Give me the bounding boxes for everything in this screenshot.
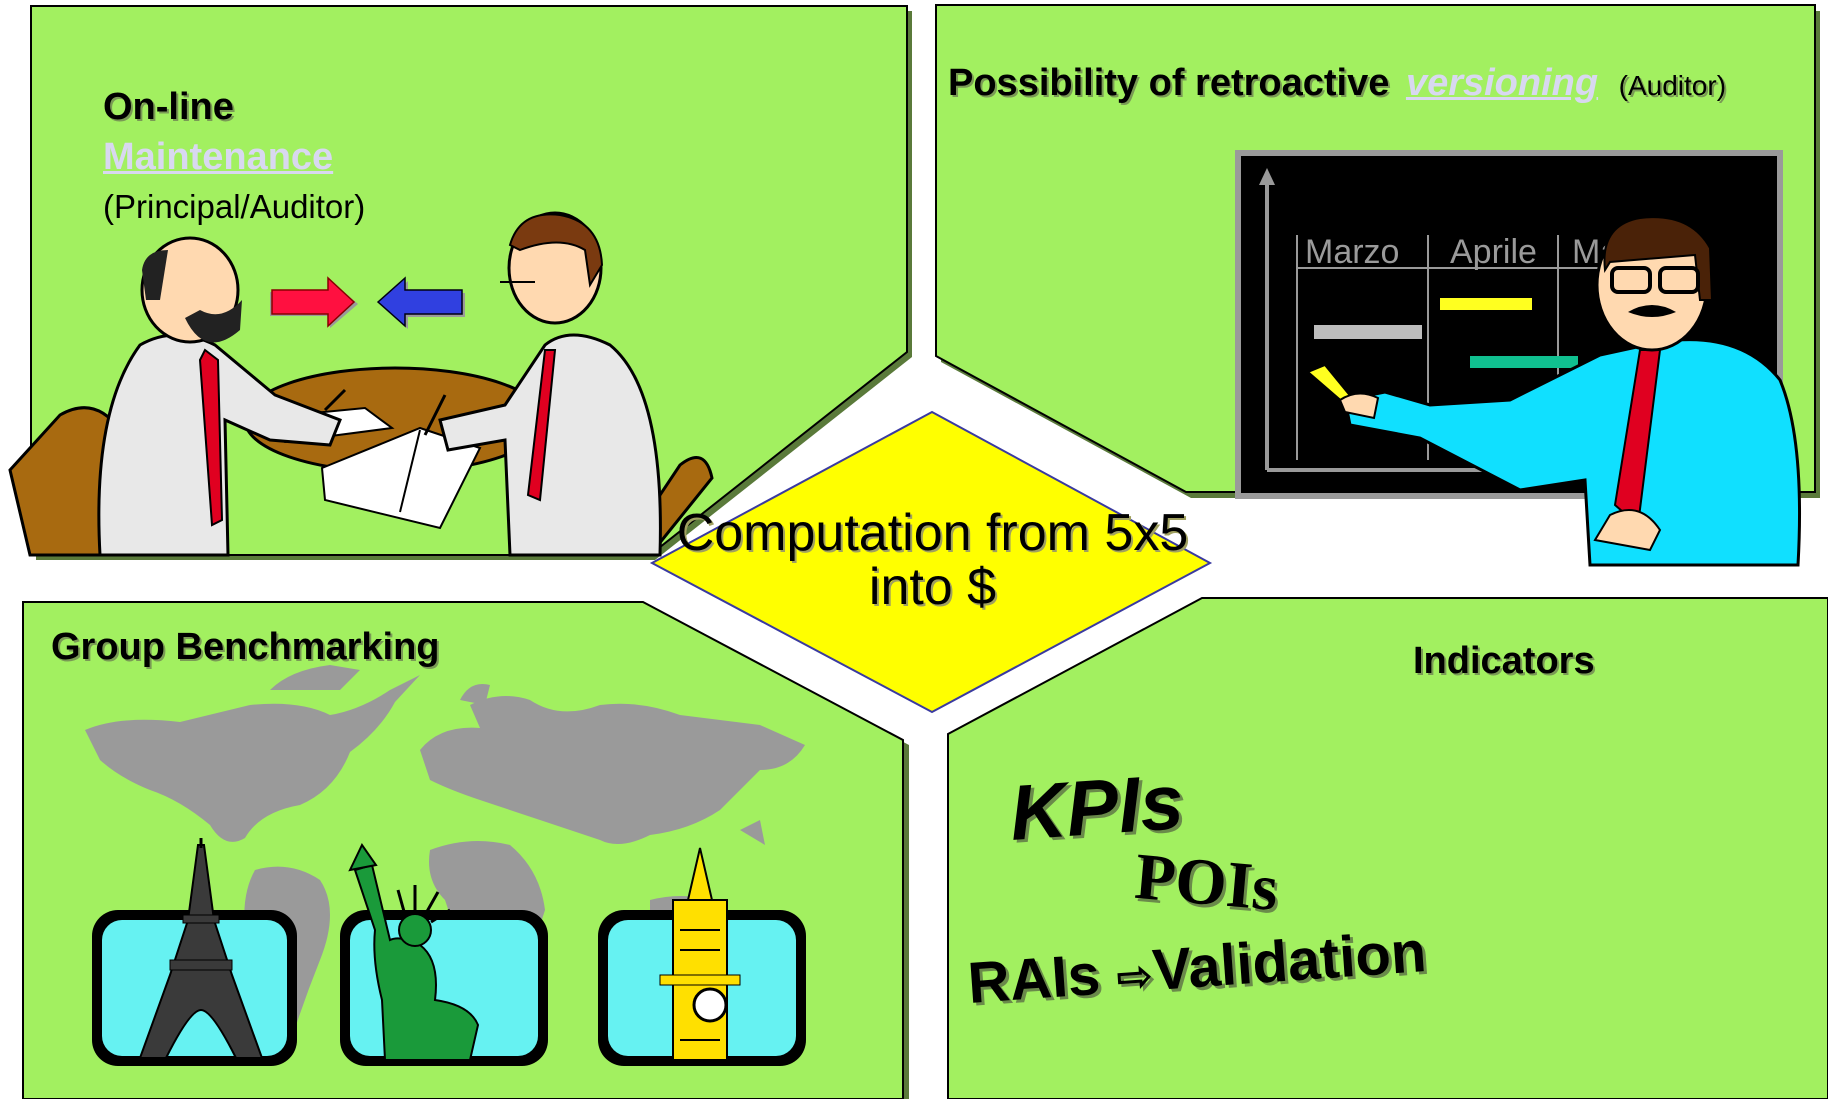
pois-label: POIs (1132, 839, 1281, 926)
panel-bottom-right (947, 597, 1828, 1099)
gantt-bar-gray (1314, 325, 1422, 339)
retroactive-label: Possibility of retroactive (948, 62, 1390, 104)
online-title: On-line (103, 86, 234, 128)
center-diamond (649, 410, 1213, 714)
meeting-clipart (8, 211, 714, 557)
versioning-link[interactable]: versioning (1405, 62, 1599, 104)
big-ben-icon (598, 847, 806, 1066)
maintenance-link[interactable]: Maintenance (103, 136, 334, 178)
group-benchmarking-title: Group Benchmarking (51, 626, 440, 668)
gantt-bar-yellow (1440, 298, 1532, 310)
center-label-line2: into $ (868, 558, 997, 616)
statue-of-liberty-icon (340, 843, 548, 1066)
gantt-bar-teal (1470, 356, 1578, 368)
arrow-icon: ⇨ (1114, 950, 1155, 1004)
principal-auditor-label: (Principal/Auditor) (103, 188, 366, 225)
chart-month-2: Aprile (1450, 233, 1537, 271)
panel-bottom-right-bg (947, 597, 1828, 1099)
auditor-note: (Auditor) (1618, 70, 1727, 101)
rais-label: RAIs (965, 941, 1103, 1016)
center-label-line1: Computation from 5x5 (676, 504, 1189, 562)
presenter-clipart (1306, 216, 1802, 567)
eiffel-tower-icon (92, 838, 297, 1066)
indicators-title: Indicators (1413, 640, 1595, 682)
retroactive-title: Possibility of retroactive versioning (A… (948, 62, 1726, 105)
chart-month-1: Marzo (1305, 233, 1399, 271)
